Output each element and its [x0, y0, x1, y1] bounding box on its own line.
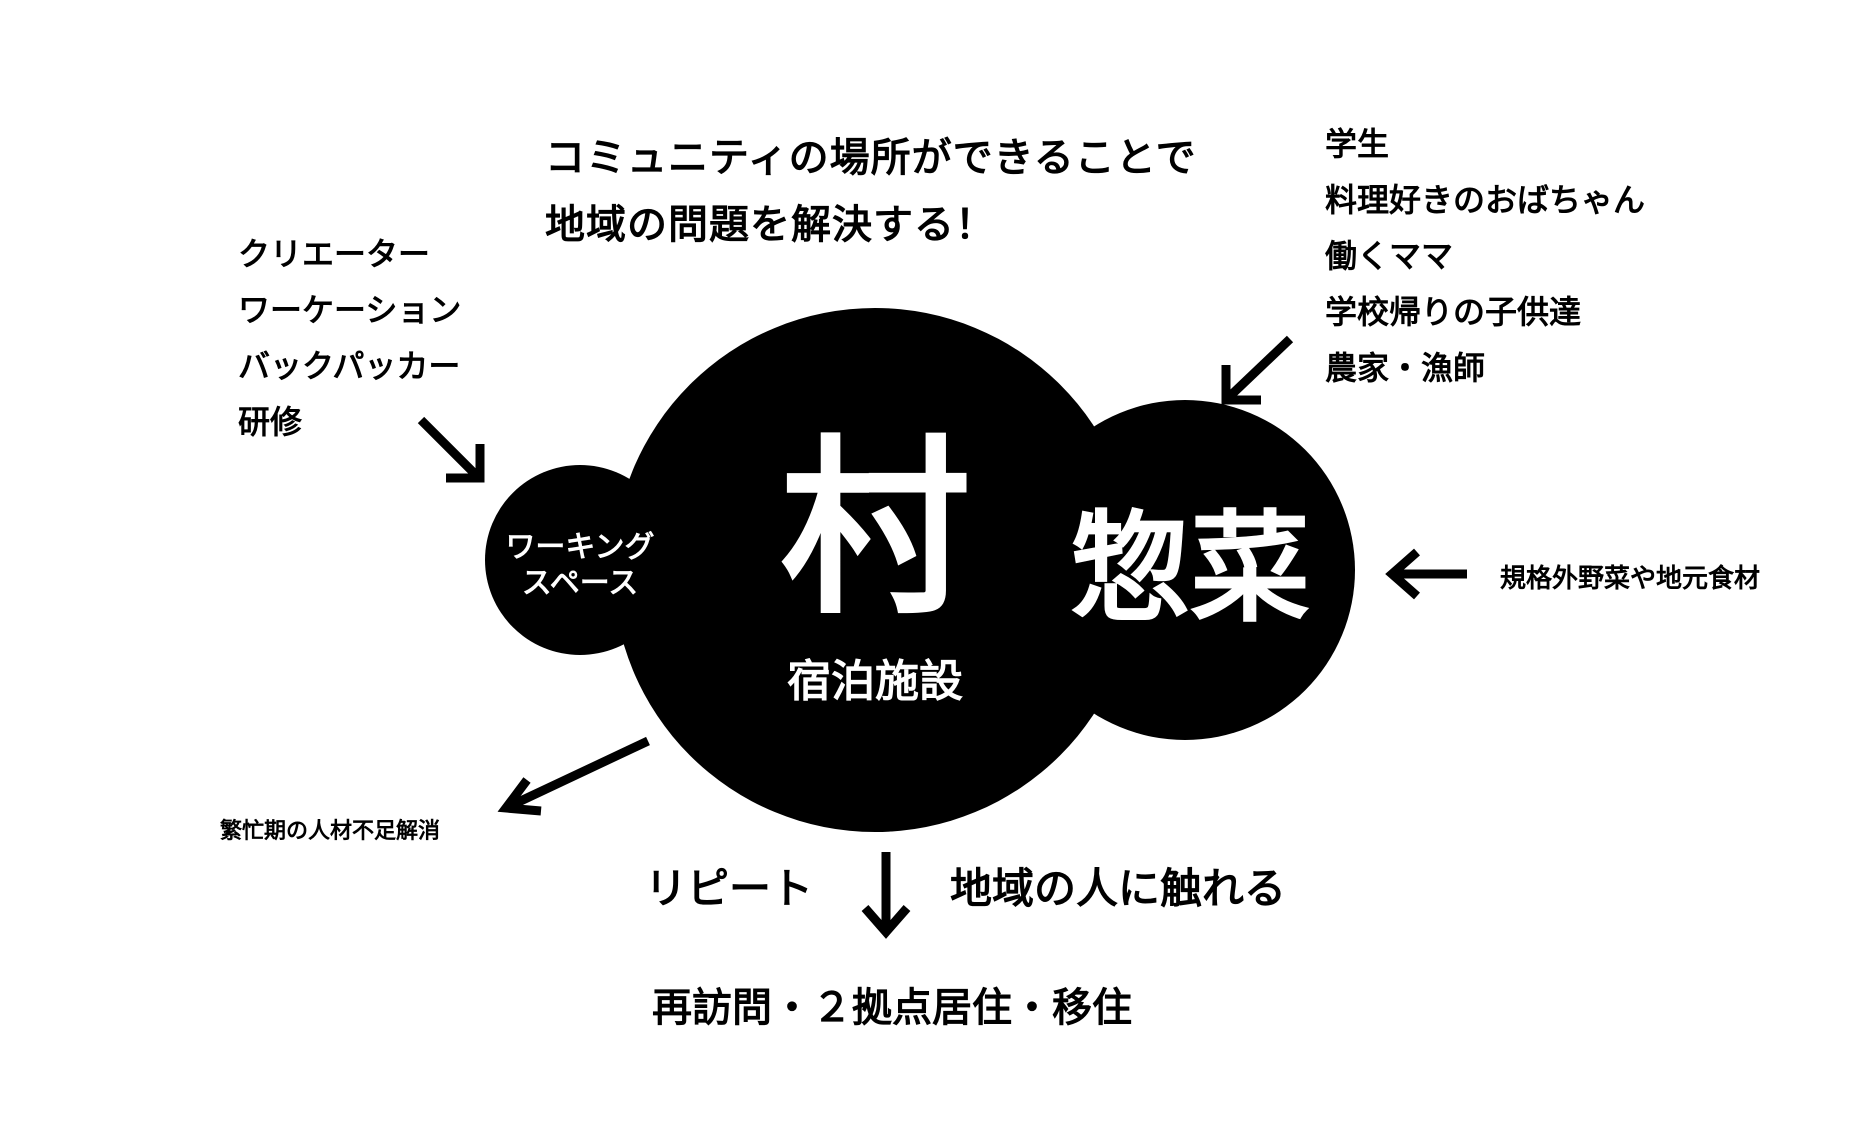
working-space-label-line-1: ワーキング: [505, 530, 655, 565]
list-item: 農家・漁師: [1325, 349, 1486, 387]
list-item: バックパッカー: [238, 347, 461, 385]
arrow-down-icon: [861, 852, 911, 939]
headline-line-2: 地域の問題を解決する！: [545, 202, 996, 248]
bottom-right-label: 地域の人に触れる: [950, 864, 1287, 913]
list-item: クリエーター: [238, 235, 431, 273]
village-subtitle: 宿泊施設: [787, 656, 963, 707]
list-item: ワーケーション: [238, 291, 462, 329]
list-item: 働くママ: [1325, 237, 1454, 275]
arrow-down-right-icon: [417, 416, 485, 483]
arrow-left-icon: [1385, 548, 1467, 600]
working-space-label-line-2: スペース: [521, 566, 639, 601]
side-input-label: 規格外野菜や地元食材: [1500, 564, 1761, 594]
right-input-list: 学生 料理好きのおばちゃん 働くママ 学校帰りの子供達 農家・漁師: [1325, 116, 1645, 396]
bottom-result-label: 再訪問・２拠点居住・移住: [652, 985, 1132, 1031]
list-item: 研修: [238, 403, 303, 441]
list-item: 料理好きのおばちゃん: [1325, 181, 1646, 219]
list-item: 学生: [1325, 125, 1390, 163]
working-space-label: ワーキング スペース: [490, 530, 670, 602]
left-output-label: 繁忙期の人材不足解消: [220, 819, 441, 844]
village-title: 村: [779, 419, 970, 640]
left-input-list: クリエーター ワーケーション バックパッカー 研修: [238, 226, 461, 450]
sozai-title: 惣菜: [1070, 500, 1310, 639]
list-item: 学校帰りの子供達: [1325, 293, 1582, 331]
arrow-down-left-icon: [1221, 335, 1294, 405]
village-circle: [613, 308, 1137, 832]
headline-line-1: コミュニティの場所ができることで: [545, 135, 1197, 181]
arrow-down-left-icon: [497, 736, 650, 816]
bottom-left-label: リピート: [645, 864, 814, 913]
